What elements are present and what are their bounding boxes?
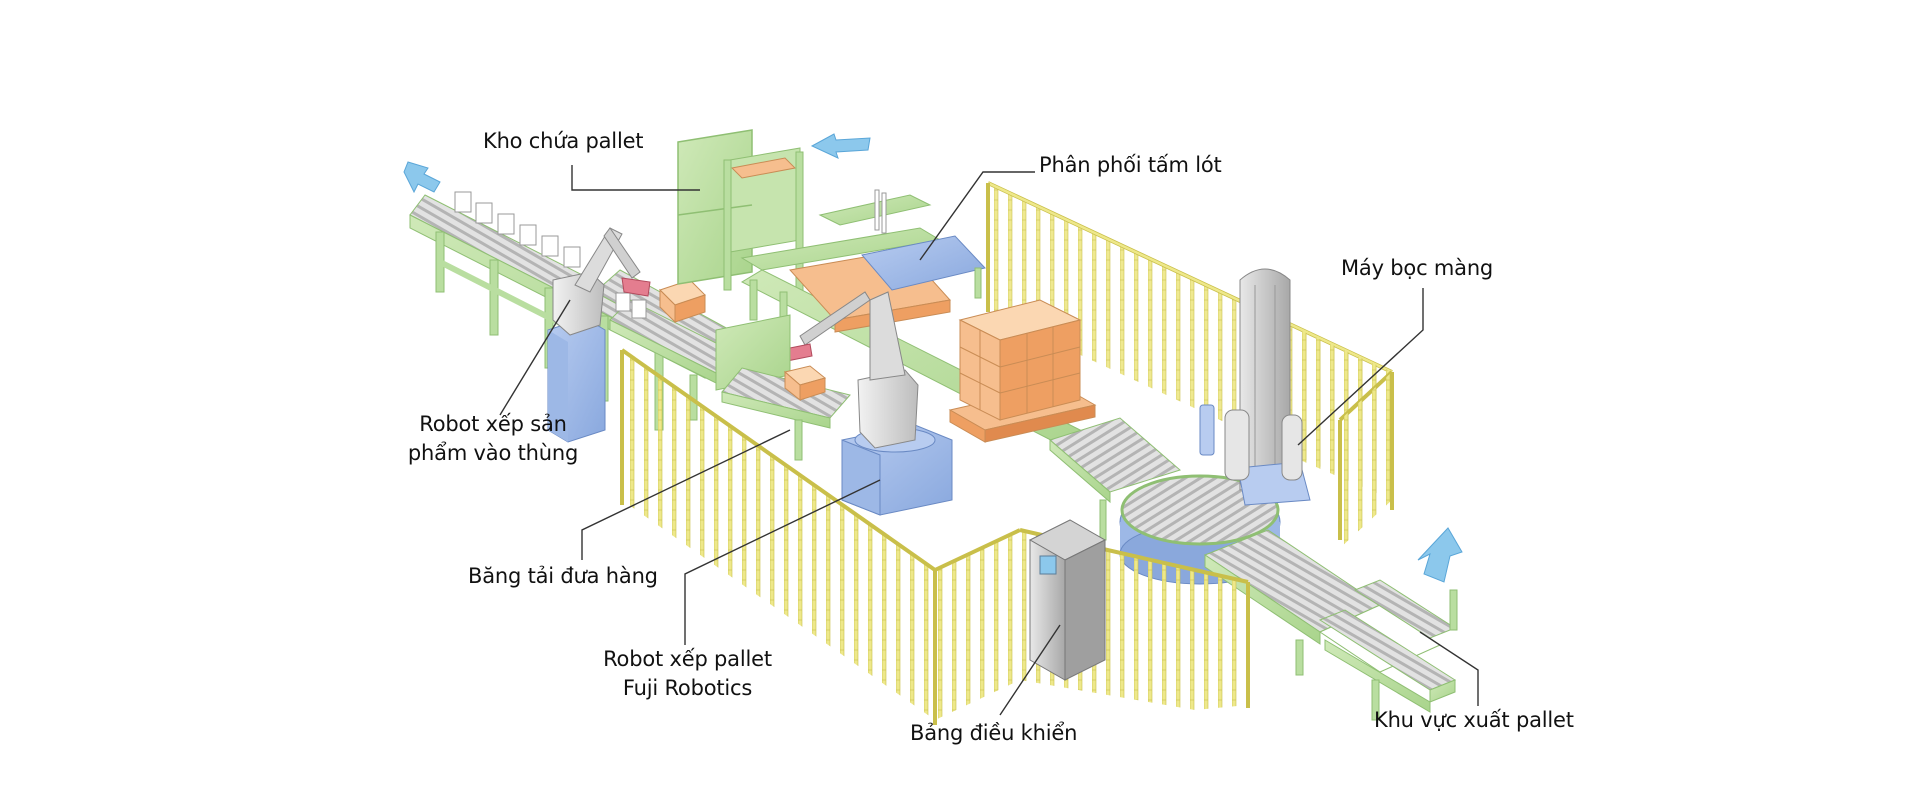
label-case-packing-robot-line2: phẩm vào thùng	[407, 441, 579, 465]
leader-palletizing-robot	[684, 479, 881, 645]
label-palletizing-robot-line2: Fuji Robotics	[622, 676, 753, 700]
product-infeed-arrow	[403, 161, 441, 194]
case-conveyor	[715, 314, 851, 461]
case-packing-robot	[547, 227, 651, 443]
leader-stretch-wrapper	[1297, 288, 1424, 446]
label-palletizing-robot-line1: Robot xếp pallet	[603, 647, 772, 671]
pallet-output-arrow	[1417, 527, 1463, 583]
leader-outfeed	[1419, 631, 1479, 706]
packed-case	[659, 279, 706, 324]
leader-lines	[499, 165, 1479, 716]
label-stretch-wrapper: Máy bọc màng	[1341, 256, 1494, 280]
label-case-packing-robot-line1: Robot xếp sản	[419, 412, 567, 436]
label-palletizing-robot: Robot xếp pallet Fuji Robotics	[590, 645, 785, 703]
label-slip-sheet-dispenser: Phân phối tấm lót	[1039, 153, 1222, 177]
label-control-panel: Bảng điều khiển	[910, 721, 1078, 745]
label-pallet-outfeed-area: Khu vực xuất pallet	[1374, 708, 1574, 732]
label-infeed-conveyor: Băng tải đưa hàng	[468, 564, 658, 588]
pallet-storage-rack	[677, 129, 804, 293]
wrapper-infeed-conveyor	[1048, 417, 1182, 541]
leader-pallet-storage	[571, 165, 700, 191]
wrapper-mast	[1199, 268, 1311, 506]
control-panel-screen	[1039, 555, 1057, 575]
leader-infeed-conveyor	[581, 429, 791, 560]
control-panel-cabinet	[1028, 519, 1107, 681]
loaded-pallet	[948, 299, 1097, 443]
leader-slip-sheet	[919, 171, 1035, 261]
label-case-packing-robot: Robot xếp sản phẩm vào thùng	[398, 410, 588, 468]
pallet-supply-arrow	[810, 133, 871, 159]
leader-case-robot	[499, 299, 571, 416]
case-on-conveyor	[783, 365, 827, 402]
label-pallet-storage: Kho chứa pallet	[483, 129, 644, 153]
stretch-wrapper	[1119, 268, 1311, 585]
slip-sheet-dispenser	[818, 189, 986, 299]
product-cartons	[454, 191, 581, 268]
leader-control-panel	[999, 624, 1061, 716]
